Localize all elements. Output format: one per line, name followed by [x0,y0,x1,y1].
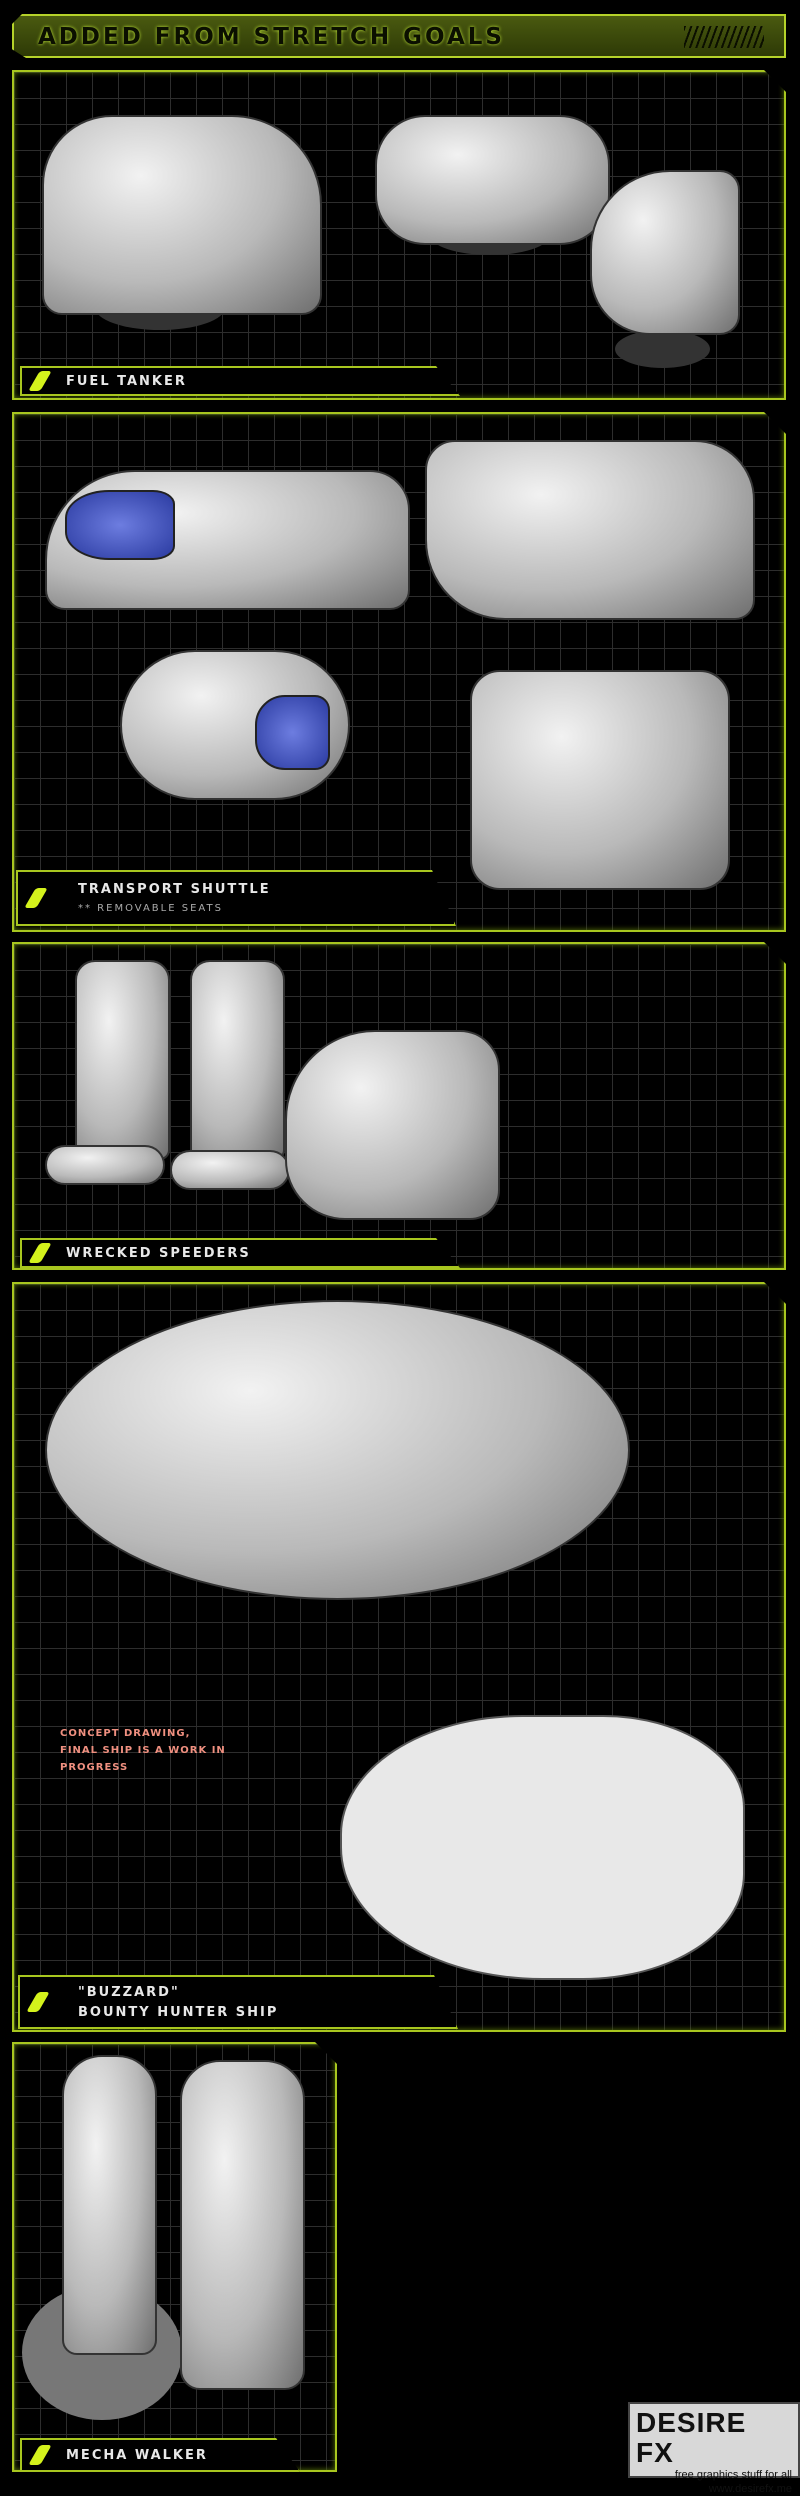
label-pip-icon [28,371,52,391]
label-transport-shuttle: TRANSPORT SHUTTLE ** REMOVABLE SEATS [16,870,456,926]
mecha-walker-rear [180,2060,305,2390]
section-subtitle: ** REMOVABLE SEATS [78,903,223,914]
logo-url: www.desirefx.me [708,2483,792,2495]
section-title: "BUZZARD" [78,1985,180,2000]
section-header: ADDED FROM STRETCH GOALS [12,14,786,58]
section-title-2: BOUNTY HUNTER SHIP [78,2005,279,2020]
wrecked-speeder-model-3 [285,1030,500,1220]
note-line: PROGRESS [60,1762,129,1773]
label-fuel-tanker: FUEL TANKER [20,366,460,396]
tanker-base [615,330,710,368]
header-title: ADDED FROM STRETCH GOALS [38,24,505,50]
section-title: WRECKED SPEEDERS [66,1246,251,1261]
section-title: TRANSPORT SHUTTLE [78,882,271,897]
concept-note: CONCEPT DRAWING, FINAL SHIP IS A WORK IN… [60,1725,226,1776]
wreck-debris [170,1150,290,1190]
shuttle-canopy [65,490,175,560]
wrecked-speeder-model-2 [190,960,285,1160]
buzzard-ship-render [45,1300,630,1600]
label-pip-icon [28,2445,52,2465]
label-buzzard: "BUZZARD" BOUNTY HUNTER SHIP [18,1975,458,2029]
fuel-tanker-model-front [42,115,322,315]
label-wrecked-speeders: WRECKED SPEEDERS [20,1238,460,1268]
logo-brand: DESIRE FX [636,2407,747,2468]
fuel-tanker-model-side [375,115,610,245]
mecha-walker-front [62,2055,157,2355]
wrecked-speeder-model-1 [75,960,170,1160]
shuttle-model-open [425,440,755,620]
buzzard-concept-sketch [340,1715,745,1980]
label-pip-icon [24,888,48,908]
section-title: FUEL TANKER [66,374,187,389]
shuttle-model-ramp [470,670,730,890]
hatch-decoration [684,26,764,48]
note-line: CONCEPT DRAWING, [60,1728,191,1739]
label-pip-icon [28,1243,52,1263]
wreck-debris [45,1145,165,1185]
fuel-tanker-model-rear [590,170,740,335]
label-pip-icon [26,1992,50,2012]
label-mecha-walker: MECHA WALKER [20,2438,300,2472]
shuttle-canopy [255,695,330,770]
section-title: MECHA WALKER [66,2448,208,2463]
note-line: FINAL SHIP IS A WORK IN [60,1745,226,1756]
desirefx-watermark-logo: DESIRE FX free graphics stuff for all ww… [628,2402,800,2495]
logo-tagline: free graphics stuff for all [674,2469,792,2481]
